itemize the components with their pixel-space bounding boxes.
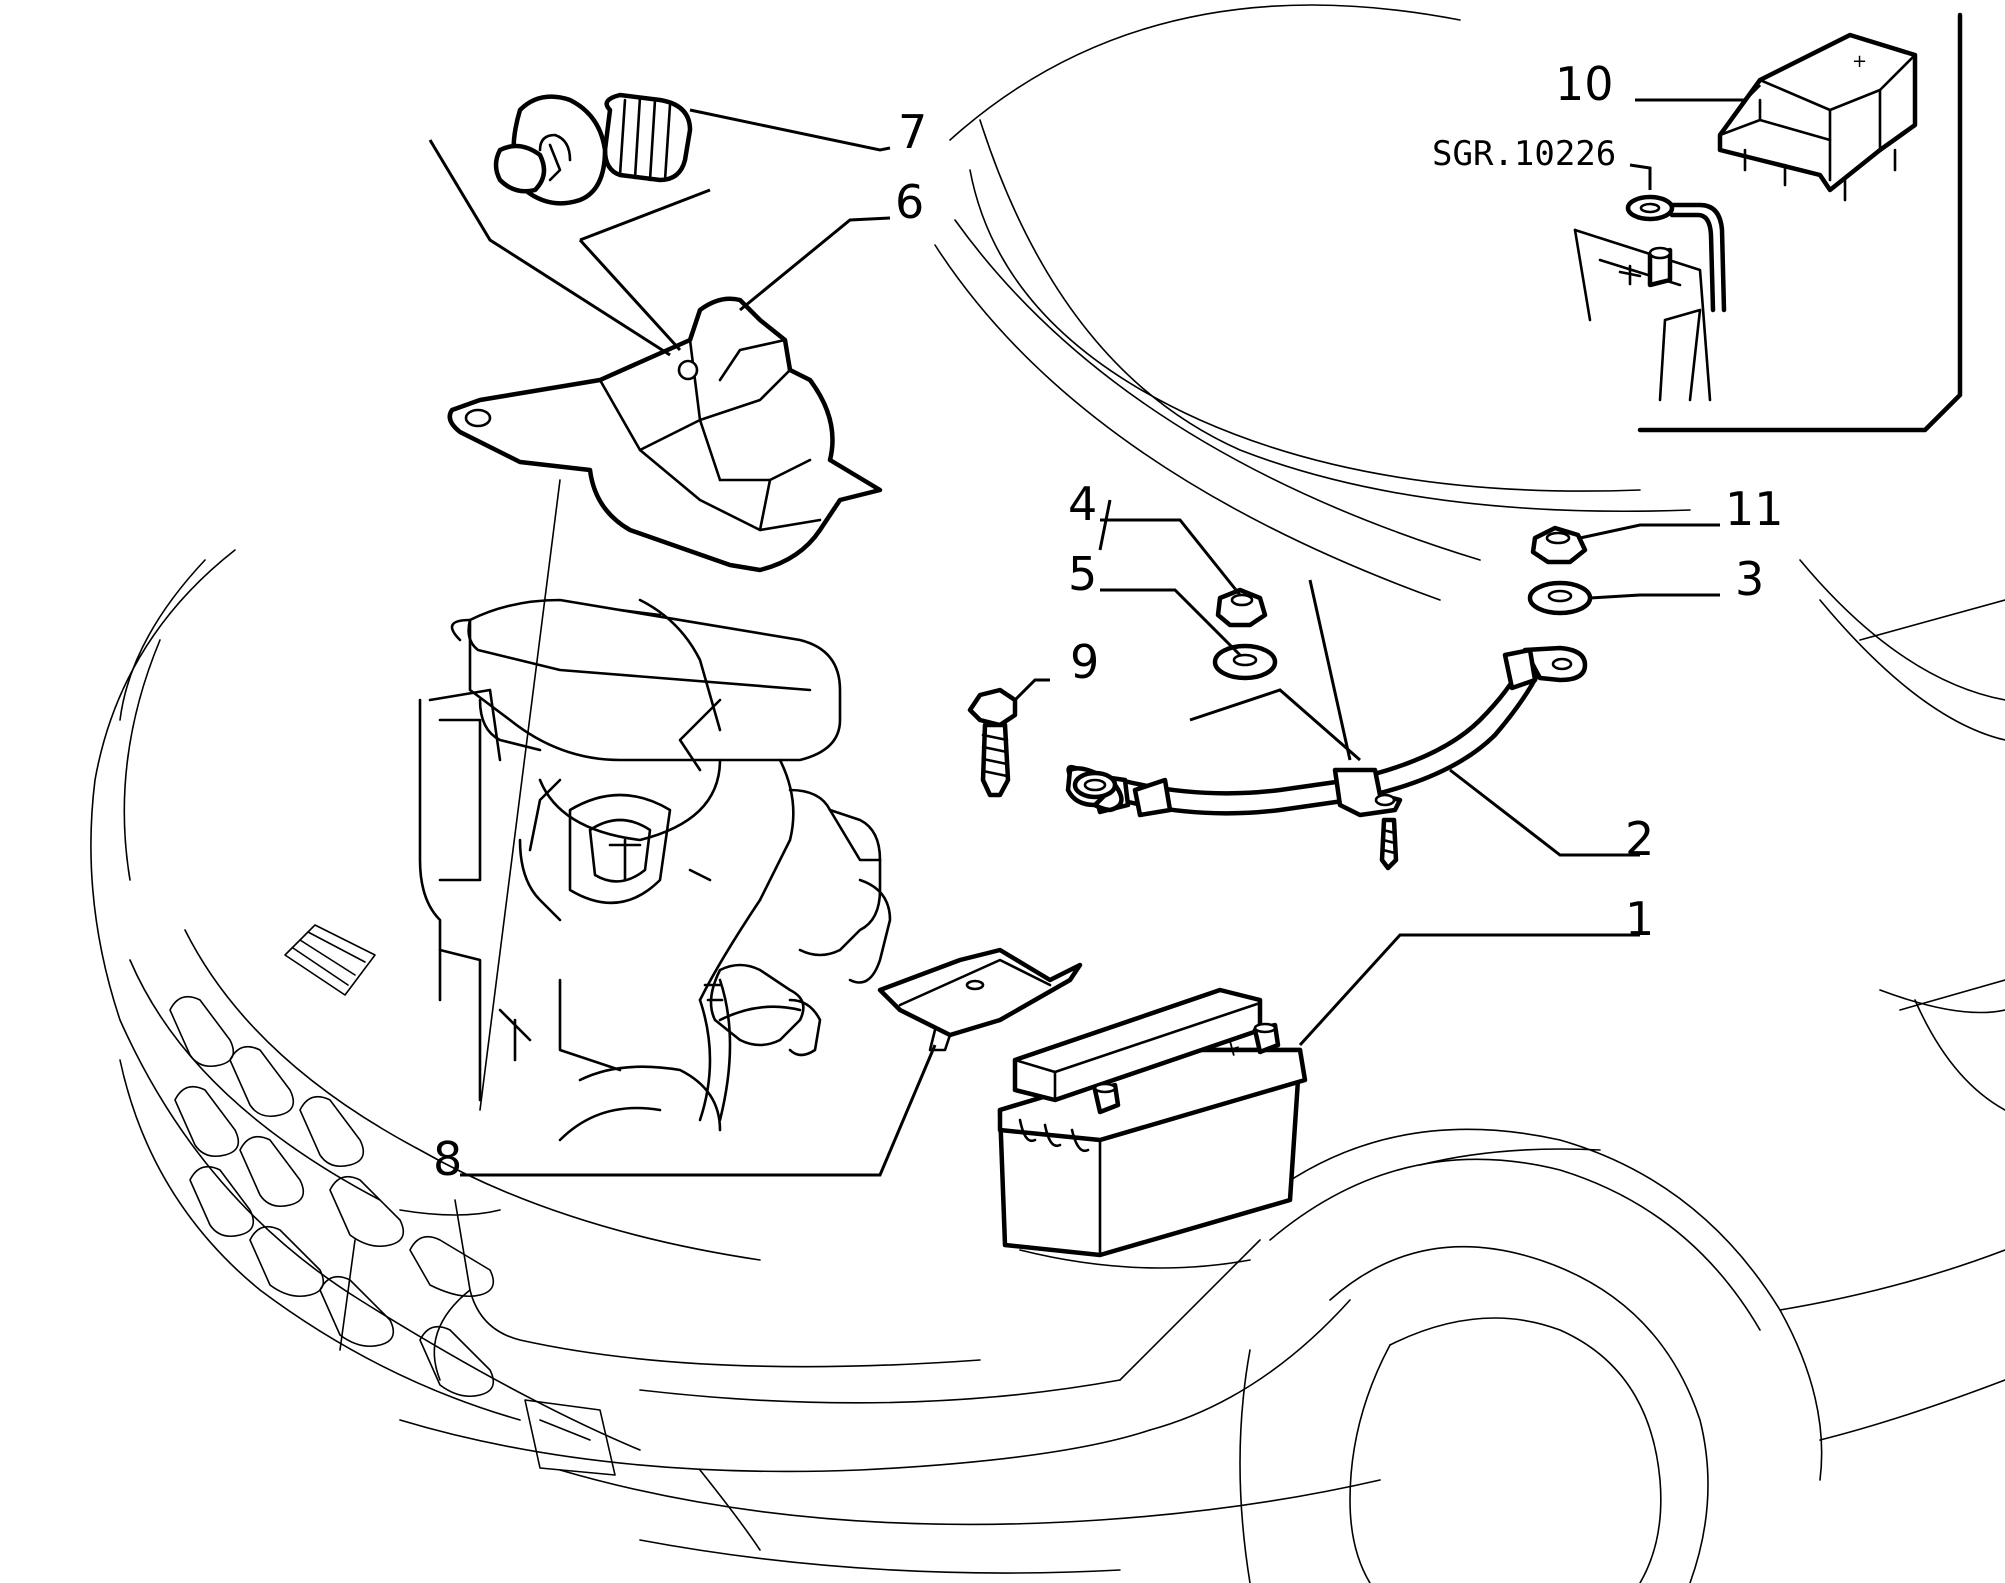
part-10-terminal-cover: + <box>1717 32 1918 202</box>
callout-10: 10 <box>1555 57 1614 111</box>
callout-3: 3 <box>1735 552 1764 606</box>
part-1-battery: + <box>997 987 1308 1258</box>
part-4-nut <box>1215 587 1268 628</box>
callout-2: 2 <box>1625 812 1654 866</box>
part-6-battery-shield <box>447 296 883 573</box>
callout-8: 8 <box>433 1132 462 1186</box>
callout-5: 5 <box>1068 547 1097 601</box>
part-3-washer <box>1527 580 1593 616</box>
part-2-battery-cable <box>1065 645 1588 871</box>
part-5-washer <box>1212 643 1278 681</box>
callout-7: 7 <box>898 105 927 159</box>
part-8-battery-clamp <box>877 947 1083 1052</box>
inset-reference-label: SGR.10226 <box>1432 134 1616 174</box>
callout-6: 6 <box>895 175 924 229</box>
part-11-nut <box>1530 525 1588 565</box>
leader-lines <box>428 83 1762 1177</box>
callout-9: 9 <box>1070 635 1099 689</box>
callout-1: 1 <box>1625 892 1654 946</box>
car-body-outline <box>90 4 2005 1583</box>
callout-11: 11 <box>1725 482 1784 536</box>
grille-slots <box>169 995 495 1398</box>
callout-4: 4 <box>1068 477 1097 531</box>
part-9-bolt <box>967 687 1018 798</box>
part-7-bush <box>493 92 693 206</box>
inset-panel: + <box>1573 12 1963 433</box>
inset-battery-terminal <box>1573 194 1727 402</box>
callout-labels: 7 6 10 SGR.10226 4 5 9 11 3 2 1 8 <box>433 57 1784 1186</box>
grille-badge-icon <box>284 924 376 996</box>
engine-compartment <box>418 598 892 1142</box>
cover-plus-mark: + <box>1852 51 1867 72</box>
